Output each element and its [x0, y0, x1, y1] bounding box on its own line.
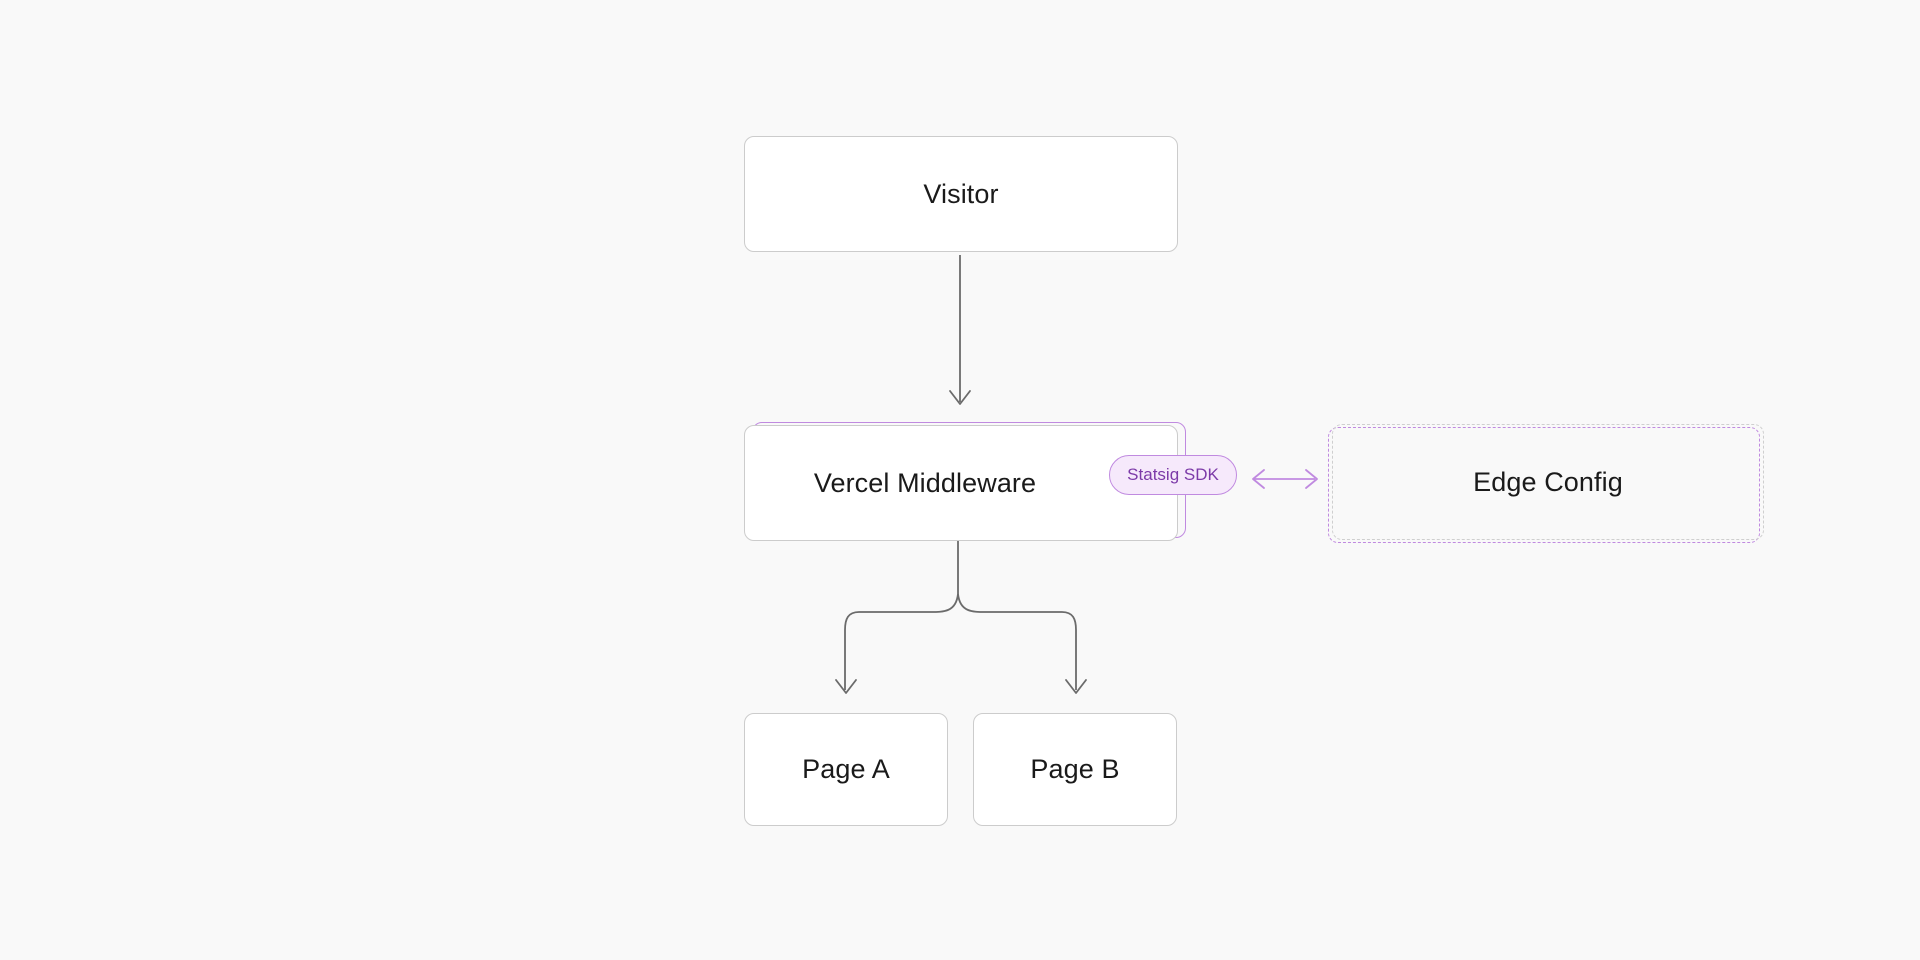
node-page-b[interactable]: Page B [973, 713, 1177, 826]
node-edge-config-label: Edge Config [1473, 466, 1623, 497]
node-page-b-label: Page B [1030, 754, 1120, 784]
edge-statsig-to-edge-config [1252, 469, 1318, 489]
badge-statsig-sdk-label: Statsig SDK [1127, 465, 1219, 484]
node-edge-config-highlight-outline [1328, 427, 1760, 543]
node-visitor[interactable]: Visitor [744, 136, 1178, 252]
node-visitor-label: Visitor [923, 178, 999, 209]
edge-middleware-branch [835, 541, 1087, 694]
node-page-a[interactable]: Page A [744, 713, 948, 826]
badge-statsig-sdk[interactable]: Statsig SDK [1109, 455, 1237, 495]
node-vercel-middleware-label: Vercel Middleware [813, 467, 1037, 498]
edge-visitor-to-middleware [949, 255, 971, 405]
node-page-a-label: Page A [802, 754, 890, 784]
node-edge-config[interactable]: Edge Config [1332, 424, 1764, 540]
